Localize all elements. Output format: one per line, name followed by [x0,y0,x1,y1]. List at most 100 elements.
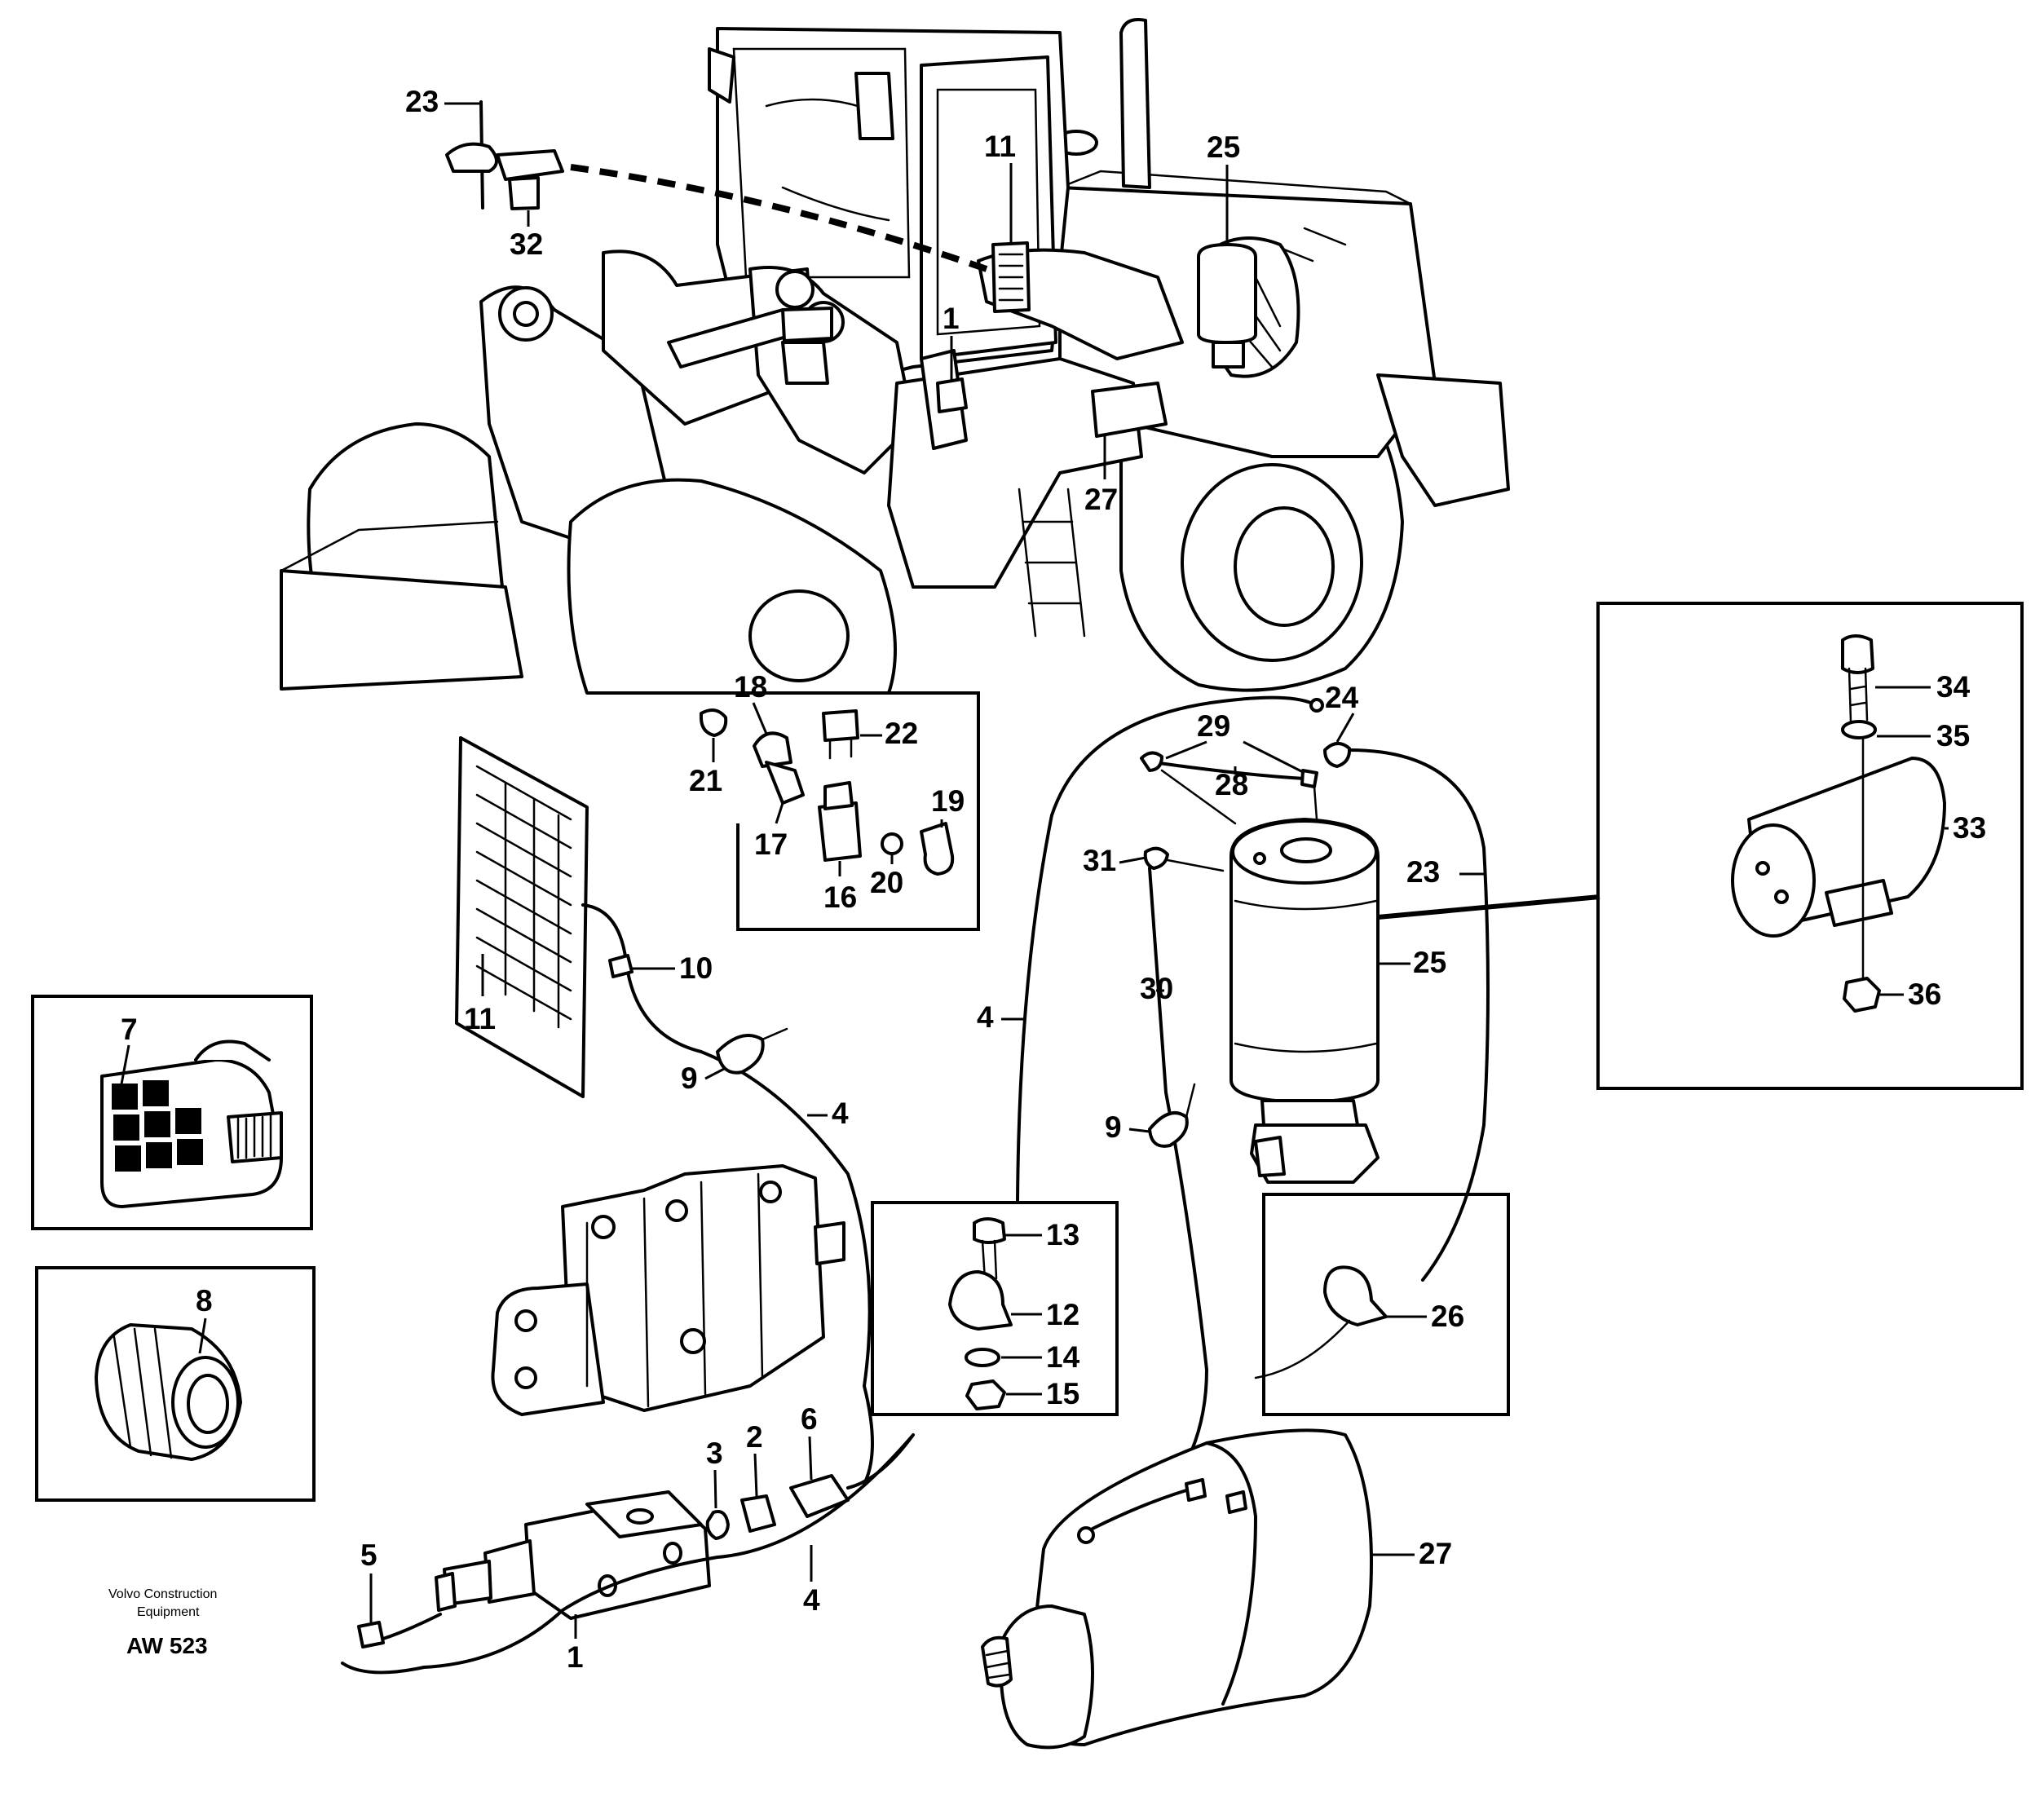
callout-3: 3 [706,1437,723,1470]
detail-box-26 [1262,1193,1510,1416]
clamp-detail-parts [948,1217,1013,1410]
wheel-loader-illustration [280,18,1510,695]
connector-6 [789,1474,850,1518]
leader-7 [119,1044,130,1089]
terminal-24 [1323,742,1352,768]
relay-detail-connector-line [1377,894,1600,920]
cable-23 [1348,748,1490,1282]
washer-14 [965,1348,1000,1367]
callout-20: 20 [870,866,903,899]
callout-34: 34 [1936,670,1971,704]
callout-23-relay: 23 [1406,855,1440,889]
fuse-22 [822,709,859,742]
cap-5 [357,1621,385,1648]
relay-16 [818,801,862,862]
callout-36: 36 [1908,978,1941,1011]
figure-code: AW 523 [126,1633,208,1658]
washer-35 [1841,720,1877,739]
detail-box-clamp [871,1201,1119,1416]
callout-4-upper-left: 4 [832,1097,849,1130]
caption-line-2: Equipment [137,1605,200,1619]
callout-31: 31 [1083,844,1116,877]
callout-25-machine: 25 [1207,130,1240,164]
terminal-29-left [1140,751,1163,772]
callout-2: 2 [746,1420,763,1454]
callout-10: 10 [679,951,713,985]
detail-box-8 [35,1266,316,1502]
leader-24 [1335,713,1355,743]
callout-4-right: 4 [977,1000,994,1034]
nut-21 [700,708,728,737]
callout-9-right: 9 [1105,1110,1122,1144]
leader-2 [753,1453,758,1497]
callout-24: 24 [1325,681,1359,714]
callout-21: 21 [689,764,722,797]
washer-20 [881,832,903,855]
connector-7-illustration [100,1039,283,1208]
callout-22: 22 [885,717,918,750]
caption-line-1: Volvo Construction [108,1587,217,1601]
adapter-2 [740,1494,776,1533]
leader-6 [808,1436,813,1481]
callout-1-machine: 1 [943,302,960,335]
callout-8: 8 [196,1284,213,1317]
cable-4-lower [341,1433,915,1675]
bolt-34 [1841,634,1874,674]
leader-29b [1243,740,1305,775]
callout-4-lower: 4 [803,1583,820,1617]
solenoid-valve-illustration [435,1490,711,1620]
callout-5: 5 [360,1538,377,1572]
leader-8 [198,1317,207,1354]
cable-30 [1075,867,1209,1534]
nut-15 [965,1379,1006,1410]
callout-16: 16 [823,881,857,914]
callout-23-top: 23 [405,85,439,118]
machine-callouts: 23 32 11 25 1 27 [405,85,1240,516]
callout-18: 18 [734,670,767,704]
callout-27-machine: 27 [1084,483,1118,516]
callout-33: 33 [1953,811,1986,845]
starter-motor-27 [981,1428,1373,1750]
callout-32: 32 [510,227,543,261]
callout-17: 17 [754,828,788,861]
nut-36 [1843,977,1881,1013]
callout-29: 29 [1197,709,1230,743]
screw-19 [920,822,955,876]
clamp-12 [948,1270,1013,1331]
cable-clip-10 [608,954,634,978]
clip-18 [753,731,792,768]
callout-12: 12 [1046,1298,1079,1331]
callout-30: 30 [1140,972,1173,1005]
bracket-17 [765,761,805,805]
leader-18 [752,702,768,735]
leader-3 [713,1469,717,1509]
callout-7: 7 [121,1013,138,1046]
bolt-13 [973,1217,1006,1244]
callout-1-valve: 1 [567,1640,584,1674]
callout-15: 15 [1046,1377,1079,1410]
clamp-26 [1323,1265,1388,1326]
detail-box-7 [31,995,313,1230]
relay-detail-box [700,691,980,931]
callout-11-machine: 11 [984,130,1016,163]
callout-35: 35 [1936,719,1970,753]
callout-26: 26 [1431,1300,1464,1333]
cable-tie-9-right [1148,1111,1189,1148]
callout-27-starter: 27 [1419,1537,1452,1570]
cable-4-right [1016,695,1314,1204]
cable-tie-9-left [716,1034,765,1075]
starter-relay-25 [1229,818,1380,1184]
leader-9-right [1128,1128,1150,1133]
relay-panel-11 [455,736,589,1098]
callout-14: 14 [1046,1340,1080,1374]
callout-9-left: 9 [681,1061,698,1095]
leader-29a [1165,740,1207,760]
callout-13: 13 [1046,1218,1079,1251]
leader-17 [775,802,784,824]
washer-3 [705,1510,730,1540]
relay-33-detail [1731,634,1946,1013]
leader-31 [1119,856,1146,864]
terminal-31 [1143,846,1169,870]
detail-box-relay-33 [1596,602,2024,1090]
